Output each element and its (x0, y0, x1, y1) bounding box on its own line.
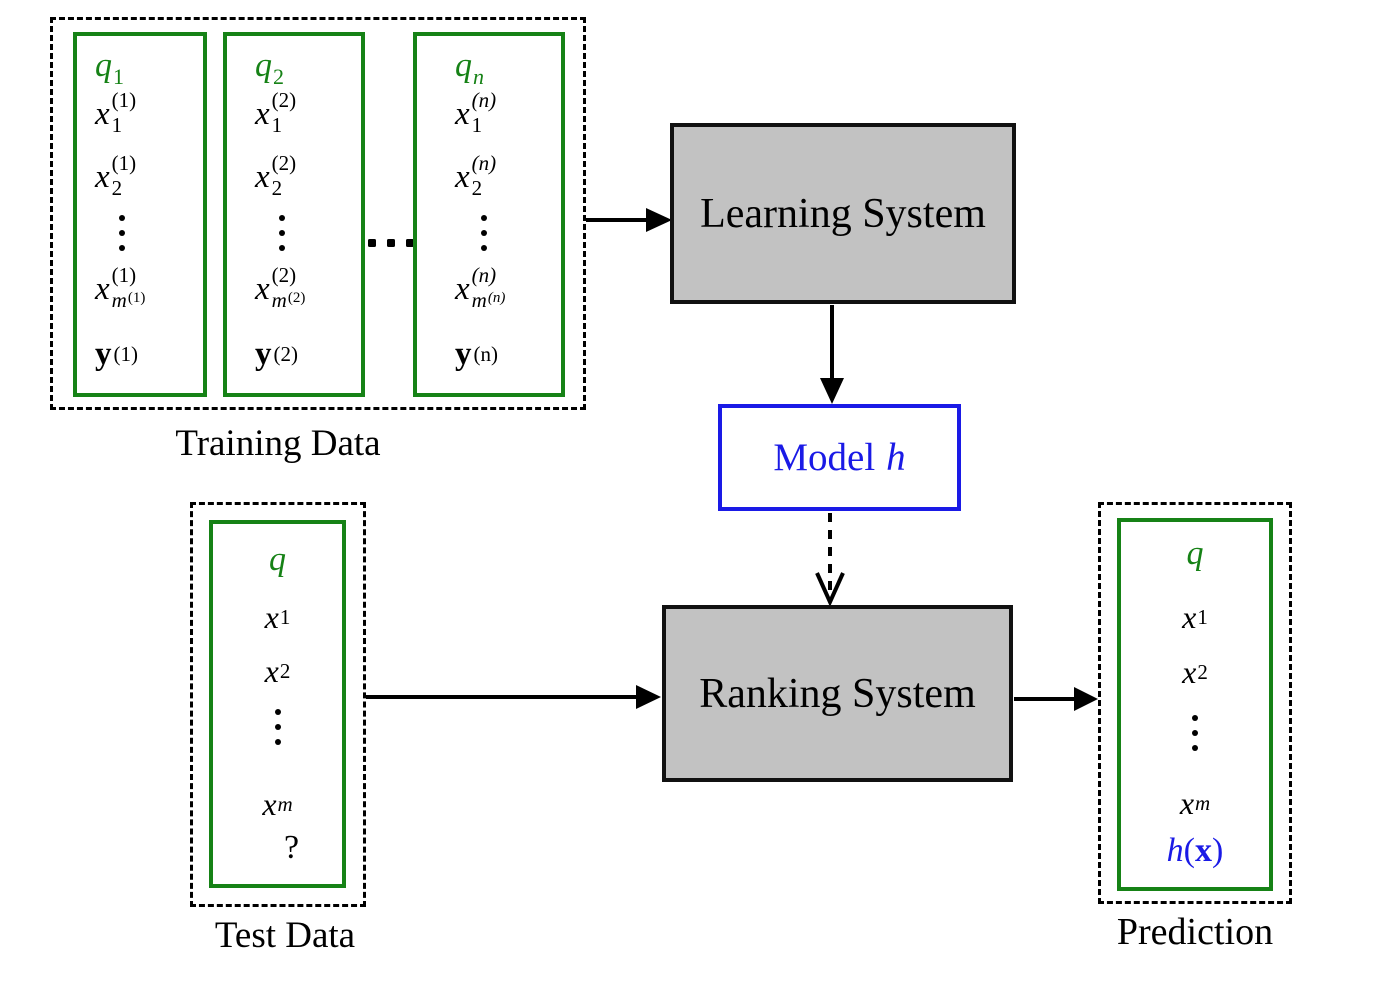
relevance-labels-y: y(n) (455, 335, 498, 372)
relevance-labels-y: y(1) (95, 335, 138, 372)
feature-vector-xm: x (1)m(1) (95, 263, 146, 312)
vertical-ellipsis-icon (481, 210, 487, 256)
feature-vector-x2: x (1)2 (95, 151, 137, 200)
model-h-box: Model h (718, 404, 961, 511)
vertical-ellipsis-icon (213, 704, 342, 750)
vertical-ellipsis-icon (279, 210, 285, 256)
feature-vector-xm: x (2)m(2) (255, 263, 306, 312)
training-data-container (50, 17, 586, 410)
unknown-label: ? (283, 829, 300, 866)
feature-vector-x1: x (2)1 (255, 88, 297, 137)
prediction-score-hx: h(x) (1166, 832, 1224, 869)
vertical-ellipsis-icon (119, 210, 125, 256)
learning-system-box: Learning System (670, 123, 1016, 304)
relevance-labels-y: y(2) (255, 335, 298, 372)
query-label: q (1186, 535, 1204, 572)
ranking-system-box: Ranking System (662, 605, 1013, 782)
test-data-caption: Test Data (214, 915, 356, 956)
arrow-training-to-learning (586, 208, 672, 232)
model-label: Model (773, 436, 876, 479)
query-label: q (269, 541, 286, 578)
ranking-system-label: Ranking System (699, 670, 976, 717)
prediction-caption: Prediction (1116, 911, 1274, 953)
query-label: q2 (255, 46, 284, 89)
horizontal-ellipsis-icon (368, 239, 414, 247)
query-label: qn (455, 46, 484, 89)
feature-vector-x1: x (n)1 (455, 88, 497, 137)
query-label: q1 (95, 46, 124, 89)
prediction-container (1098, 502, 1292, 904)
test-data-container (190, 502, 366, 907)
training-query-box-1: q1 x (1)1 x (1)2 x (1)m(1) y(1) (73, 32, 207, 397)
feature-vector-x2: x (2)2 (255, 151, 297, 200)
training-query-box-n: qn x (n)1 x (n)2 x (n)m(n) y(n) (413, 32, 565, 397)
training-data-caption: Training Data (175, 423, 381, 464)
arrow-learning-to-model (820, 305, 844, 404)
arrow-ranking-to-prediction (1014, 687, 1098, 711)
learning-system-label: Learning System (700, 190, 986, 237)
feature-vector-x2: x (n)2 (455, 151, 497, 200)
model-symbol: h (886, 436, 906, 479)
feature-vector-x1: x (1)1 (95, 88, 137, 137)
feature-vector-xm: x (n)m(n) (455, 263, 506, 312)
vertical-ellipsis-icon (1121, 710, 1269, 756)
arrow-test-to-ranking (366, 685, 661, 709)
arrow-model-to-ranking-dashed (815, 513, 845, 607)
training-query-box-2: q2 x (2)1 x (2)2 x (2)m(2) y(2) (223, 32, 365, 397)
